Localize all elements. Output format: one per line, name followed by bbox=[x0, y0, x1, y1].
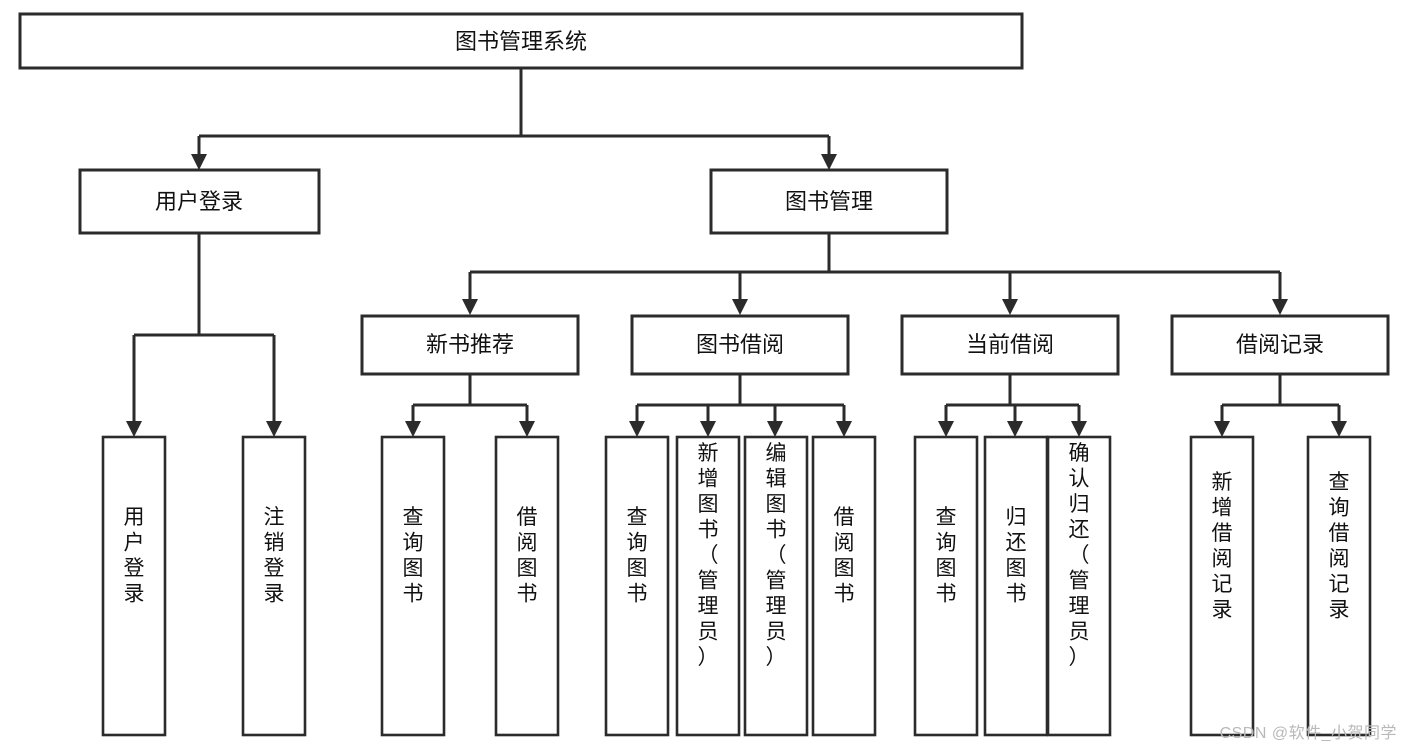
node-leaf-query-book-2-label: 查询图书 bbox=[627, 506, 648, 606]
node-book-borrow[interactable]: 图书借阅 bbox=[630, 314, 850, 376]
arrow-to-leaf-add-record bbox=[1214, 421, 1230, 437]
arrow-to-leaf-query-book-3 bbox=[938, 421, 954, 437]
node-user-login-box[interactable] bbox=[78, 168, 321, 235]
node-leaf-borrow-book-2-label: 借阅图书 bbox=[834, 506, 855, 606]
node-leaf-user-login-label: 用户登录 bbox=[124, 506, 145, 606]
node-leaf-user-logout[interactable]: 注销登录 bbox=[241, 435, 307, 737]
node-new-book-recommend[interactable]: 新书推荐 bbox=[360, 314, 580, 376]
node-user-login[interactable]: 用户登录 bbox=[78, 168, 321, 235]
node-leaf-borrow-book-1-box[interactable] bbox=[494, 435, 560, 737]
arrow-to-leaf-borrow-book-2 bbox=[836, 421, 852, 437]
arrow-to-leaf-return-book bbox=[1007, 421, 1023, 437]
connector-group-book-borrow bbox=[629, 374, 852, 437]
node-leaf-query-record[interactable]: 查询借阅记录 bbox=[1306, 435, 1372, 737]
node-leaf-add-book-box[interactable] bbox=[675, 435, 741, 737]
node-leaf-borrow-book-2[interactable]: 借阅图书 bbox=[811, 435, 877, 737]
node-book-borrow-box[interactable] bbox=[630, 314, 850, 376]
node-leaf-add-record[interactable]: 新增借阅记录 bbox=[1189, 435, 1255, 737]
node-leaf-confirm-return[interactable]: 确认归还（管理员） bbox=[1046, 435, 1112, 737]
node-leaf-return-book[interactable]: 归还图书 bbox=[983, 435, 1049, 737]
node-borrow-record-box[interactable] bbox=[1170, 314, 1390, 376]
node-leaf-confirm-return-label: 确认归还（管理员） bbox=[1069, 442, 1090, 669]
csdn-watermark: CSDN @软件_小贺同学 bbox=[1219, 725, 1397, 742]
arrow-to-book-borrow bbox=[732, 299, 748, 315]
node-leaf-user-logout-box[interactable] bbox=[241, 435, 307, 737]
node-book-manage-label: 图书管理 bbox=[785, 189, 873, 214]
node-root[interactable]: 图书管理系统 bbox=[18, 12, 1024, 70]
node-borrow-record[interactable]: 借阅记录 bbox=[1170, 314, 1390, 376]
node-new-book-recommend-label: 新书推荐 bbox=[426, 332, 514, 357]
arrow-to-borrow-record bbox=[1272, 299, 1288, 315]
node-leaf-query-book-2-box[interactable] bbox=[604, 435, 670, 737]
connector-group-new-book-recommend bbox=[405, 374, 535, 437]
arrow-to-current-borrow bbox=[1002, 299, 1018, 315]
node-leaf-user-logout-label: 注销登录 bbox=[264, 506, 285, 606]
arrow-root-to-book-manage bbox=[821, 154, 837, 170]
node-current-borrow-box[interactable] bbox=[900, 314, 1120, 376]
node-leaf-borrow-book-1-label: 借阅图书 bbox=[517, 506, 538, 606]
arrow-to-new-book-recommend bbox=[462, 299, 478, 315]
arrow-to-leaf-edit-book bbox=[767, 421, 783, 437]
node-leaf-query-book-1-label: 查询图书 bbox=[403, 506, 424, 606]
connector-group-user-login bbox=[126, 233, 282, 437]
node-leaf-confirm-return-box[interactable] bbox=[1046, 435, 1112, 737]
node-book-manage-box[interactable] bbox=[709, 168, 949, 235]
connector-group-current-borrow bbox=[938, 374, 1087, 437]
node-leaf-query-book-3[interactable]: 查询图书 bbox=[913, 435, 979, 737]
node-leaf-query-book-2[interactable]: 查询图书 bbox=[604, 435, 670, 737]
arrow-root-to-user-login bbox=[191, 154, 207, 170]
connector-group-book-manage bbox=[462, 233, 1288, 315]
node-root-box[interactable] bbox=[18, 12, 1024, 70]
node-leaf-user-login[interactable]: 用户登录 bbox=[101, 435, 167, 737]
node-leaf-return-book-label: 归还图书 bbox=[1006, 506, 1027, 606]
node-leaf-query-book-1[interactable]: 查询图书 bbox=[380, 435, 446, 737]
arrow-to-leaf-query-book-1 bbox=[405, 421, 421, 437]
node-leaf-user-login-box[interactable] bbox=[101, 435, 167, 737]
arrow-to-leaf-confirm-return bbox=[1071, 421, 1087, 437]
arrow-to-leaf-add-book bbox=[700, 421, 716, 437]
node-book-borrow-label: 图书借阅 bbox=[696, 332, 784, 357]
node-leaf-query-record-label: 查询借阅记录 bbox=[1329, 471, 1350, 622]
node-leaf-add-record-label: 新增借阅记录 bbox=[1212, 471, 1233, 622]
node-leaf-edit-book-label: 编辑图书（管理员） bbox=[766, 442, 787, 669]
arrow-to-leaf-user-logout bbox=[266, 421, 282, 437]
node-leaf-borrow-book-1[interactable]: 借阅图书 bbox=[494, 435, 560, 737]
node-leaf-query-record-box[interactable] bbox=[1306, 435, 1372, 737]
node-current-borrow[interactable]: 当前借阅 bbox=[900, 314, 1120, 376]
node-leaf-add-book-label: 新增图书（管理员） bbox=[698, 442, 719, 669]
node-leaf-edit-book-box[interactable] bbox=[743, 435, 809, 737]
node-leaf-query-book-3-box[interactable] bbox=[913, 435, 979, 737]
node-book-manage[interactable]: 图书管理 bbox=[709, 168, 949, 235]
arrow-to-leaf-query-record bbox=[1331, 421, 1347, 437]
node-leaf-add-book[interactable]: 新增图书（管理员） bbox=[675, 435, 741, 737]
node-new-book-recommend-box[interactable] bbox=[360, 314, 580, 376]
arrow-to-leaf-user-login bbox=[126, 421, 142, 437]
arrow-to-leaf-borrow-book-1 bbox=[519, 421, 535, 437]
node-leaf-borrow-book-2-box[interactable] bbox=[811, 435, 877, 737]
node-root-label: 图书管理系统 bbox=[455, 29, 587, 54]
node-leaf-query-book-3-label: 查询图书 bbox=[936, 506, 957, 606]
arrow-to-leaf-query-book-2 bbox=[629, 421, 645, 437]
node-current-borrow-label: 当前借阅 bbox=[966, 332, 1054, 357]
node-leaf-query-book-1-box[interactable] bbox=[380, 435, 446, 737]
node-leaf-add-record-box[interactable] bbox=[1189, 435, 1255, 737]
node-leaf-edit-book[interactable]: 编辑图书（管理员） bbox=[743, 435, 809, 737]
connector-group-root bbox=[191, 68, 837, 170]
node-borrow-record-label: 借阅记录 bbox=[1236, 332, 1324, 357]
node-user-login-label: 用户登录 bbox=[155, 189, 243, 214]
connector-group-borrow-record bbox=[1214, 374, 1347, 437]
